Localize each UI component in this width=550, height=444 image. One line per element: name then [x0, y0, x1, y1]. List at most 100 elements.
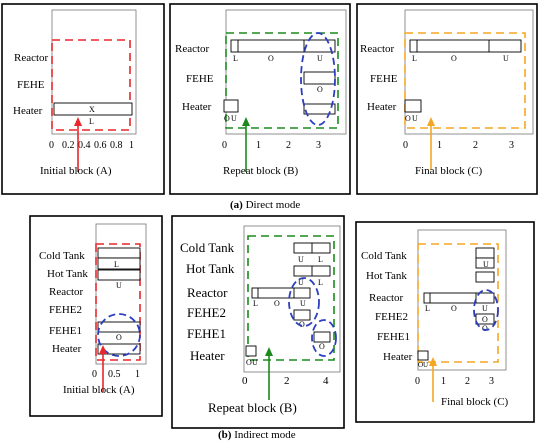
tick-label: 0 — [415, 376, 420, 387]
block-region-green — [225, 32, 339, 129]
row-label: Hot Tank — [366, 270, 407, 282]
bar-cold-tank — [97, 247, 141, 259]
row-label: Heater — [367, 101, 397, 113]
bar-label: U — [116, 281, 122, 290]
subcaption-a: (a) Direct mode — [230, 199, 300, 211]
panel-caption: Repeat block (B) — [208, 400, 297, 415]
tick-label: 2 — [286, 140, 291, 151]
block-region-red — [51, 39, 131, 131]
bar-label: L — [253, 299, 258, 308]
panel-border — [29, 215, 163, 417]
block-region-red — [95, 243, 141, 361]
arrow-head — [99, 345, 107, 354]
panel-border — [1, 3, 165, 195]
row-label: FEHE2 — [187, 305, 226, 320]
bar-fehe2 — [475, 313, 495, 325]
panel-caption: Final block (C) — [441, 396, 509, 408]
row-label: Reactor — [14, 52, 49, 64]
bar-label: L — [425, 304, 430, 313]
arrow-head — [242, 117, 250, 126]
bar-label: O — [405, 114, 411, 123]
panel-indirect-final: Cold Tank Hot Tank Reactor FEHE2 FEHE1 H… — [355, 221, 535, 423]
tick-label: 1 — [135, 369, 140, 380]
bar-label: O — [451, 54, 457, 63]
tick-label: 0.8 — [110, 140, 123, 151]
bar-heater — [223, 99, 239, 113]
row-label: Reactor — [360, 43, 395, 55]
bar-label: O — [268, 54, 274, 63]
bar-label: L — [89, 117, 94, 126]
row-label: Reactor — [187, 285, 228, 300]
bar-heater — [417, 350, 429, 361]
panel-indirect-initial: Cold Tank Hot Tank Reactor FEHE2 FEHE1 H… — [29, 215, 163, 417]
plot-area — [404, 9, 534, 135]
row-label: Hot Tank — [186, 261, 235, 276]
bar-cold-tank — [475, 247, 495, 259]
bar-reactor — [409, 39, 522, 53]
bar-label: O — [482, 315, 488, 324]
row-label: Cold Tank — [361, 250, 407, 262]
arrow-head — [74, 117, 82, 126]
row-label: FEHE — [17, 79, 45, 91]
bar-label: X — [89, 105, 95, 114]
row-label: Cold Tank — [39, 250, 85, 262]
tick-label: 0.4 — [78, 140, 91, 151]
plot-area — [95, 223, 147, 365]
subcaption-b-letter: (b) — [218, 429, 232, 441]
bar-fehe2 — [293, 309, 311, 321]
tick-label: 3 — [509, 140, 514, 151]
bar-label: O — [319, 342, 325, 351]
tick-label: 1 — [437, 140, 442, 151]
tick-label: 0.6 — [94, 140, 107, 151]
subcaption-a-letter: (a) — [230, 199, 243, 211]
bar-label: O — [482, 324, 488, 333]
row-label: FEHE1 — [187, 326, 226, 341]
tick-label: 2 — [465, 376, 470, 387]
tick-label: 0 — [92, 369, 97, 380]
panel-border — [169, 3, 351, 195]
bar-reactor — [251, 287, 311, 299]
bar-label: U — [503, 54, 509, 63]
panel-border — [171, 215, 345, 429]
tick-label: 1 — [129, 140, 134, 151]
panel-indirect-repeat: Cold Tank Hot Tank Reactor FEHE2 FEHE1 H… — [171, 215, 345, 429]
tick-label: 4 — [323, 375, 329, 387]
row-label: Reactor — [369, 292, 404, 304]
bar-label: U — [483, 260, 489, 269]
tick-label: 0 — [242, 375, 248, 387]
row-label: Heater — [13, 105, 43, 117]
bar-label: L — [318, 255, 323, 264]
bar-label: U — [298, 278, 304, 287]
tick-label: 0 — [403, 140, 408, 151]
bar-label: O — [246, 358, 252, 367]
tick-label: 2 — [473, 140, 478, 151]
bar-label: O — [317, 85, 323, 94]
block-region-green — [247, 235, 335, 361]
bar-label: L — [318, 278, 323, 287]
row-label: Cold Tank — [180, 240, 235, 255]
panel-direct-initial: Reactor FEHE Heater X L 0 0.2 0.4 0.6 0.… — [1, 3, 165, 195]
bar-label: U — [231, 114, 237, 123]
subcaption-b: (b) Indirect mode — [218, 429, 296, 441]
tick-label: 1 — [441, 376, 446, 387]
bar-fehe1 — [97, 321, 141, 333]
block-region-orange — [417, 243, 499, 363]
highlight-ellipse — [473, 289, 499, 331]
bar-hot-tank — [475, 271, 495, 283]
panel-caption: Repeat block (B) — [223, 165, 298, 177]
panel-border — [355, 221, 535, 423]
row-label: Reactor — [49, 286, 84, 298]
bar-label: U — [317, 54, 323, 63]
plot-area — [225, 9, 347, 135]
panel-direct-repeat: Reactor FEHE Heater L O U O O U 0 1 2 3 … — [169, 3, 351, 195]
bar-label: L — [114, 260, 119, 269]
highlight-ellipse — [300, 32, 336, 126]
bar-heater — [245, 345, 257, 357]
tick-label: 3 — [316, 140, 321, 151]
bar-label: U — [423, 361, 428, 369]
arrow-head — [429, 357, 437, 366]
tick-label: 3 — [489, 376, 494, 387]
tick-label: 1 — [256, 140, 261, 151]
bar-label: O — [274, 299, 280, 308]
